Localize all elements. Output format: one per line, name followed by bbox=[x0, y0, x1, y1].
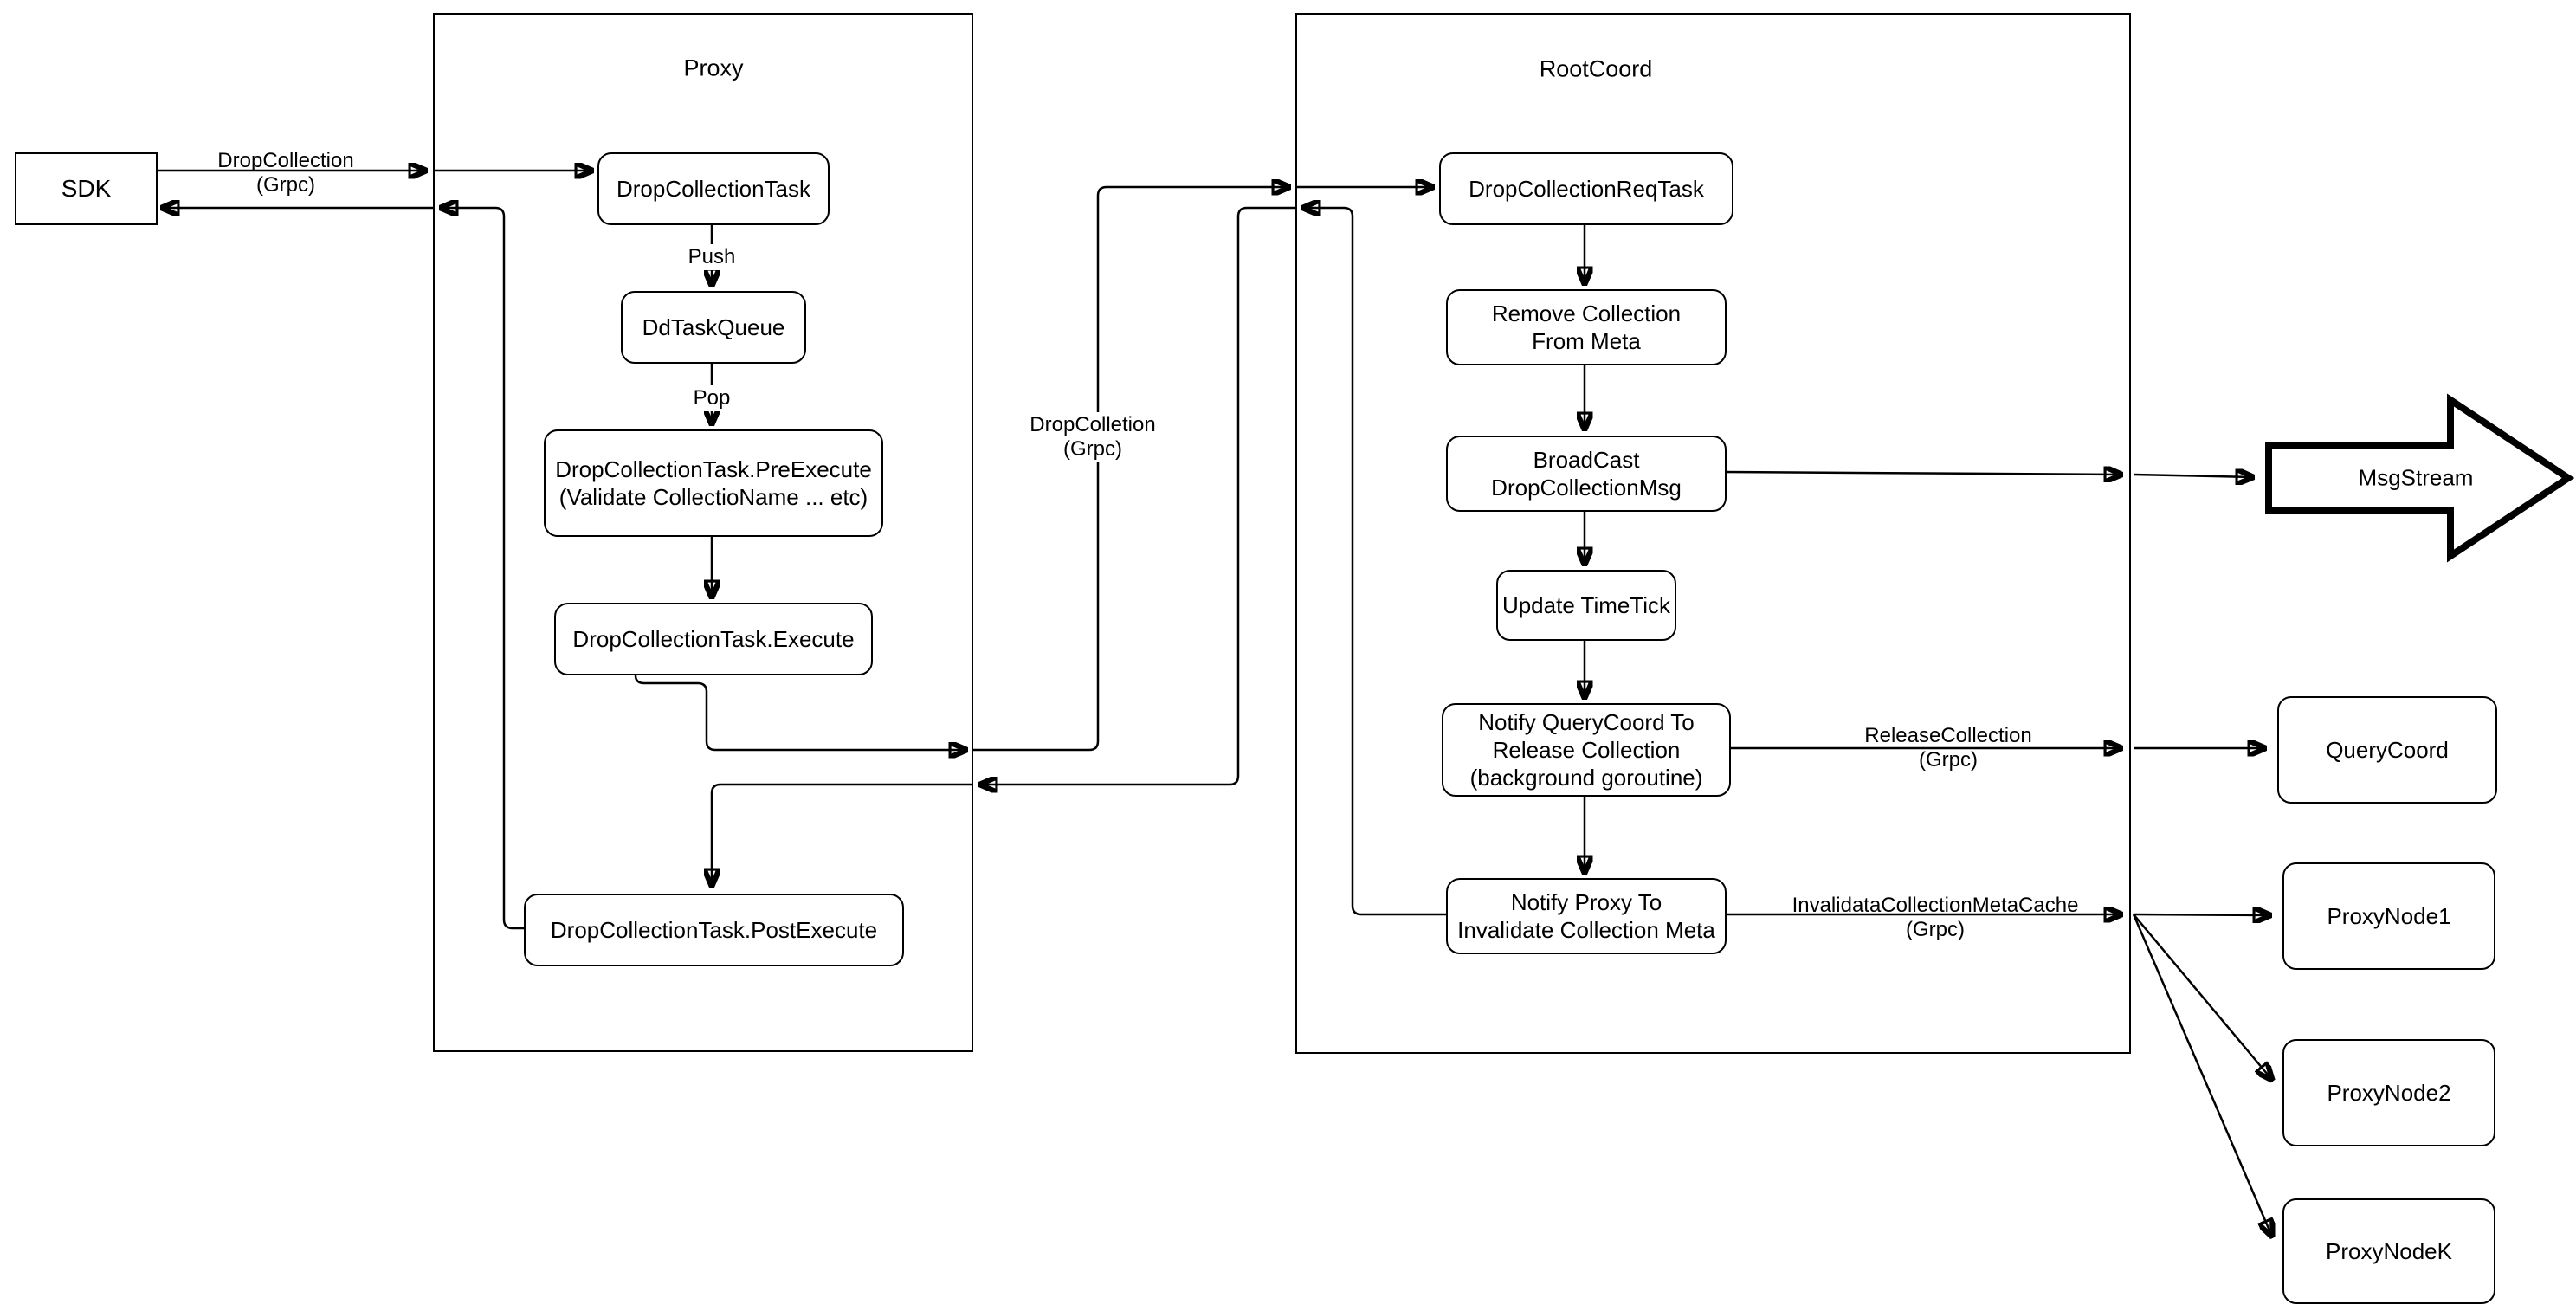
edge-label-pop: Pop bbox=[689, 385, 734, 411]
node-postexecute: DropCollectionTask.PostExecute bbox=[524, 894, 904, 966]
proxy-container bbox=[433, 13, 973, 1052]
edge-label-dropcollection-grpc: DropCollection (Grpc) bbox=[217, 149, 354, 197]
node-proxynode1: ProxyNode1 bbox=[2282, 862, 2495, 970]
edge-return-between-containers bbox=[980, 206, 1295, 785]
node-sdk-label: SDK bbox=[61, 175, 112, 202]
node-broadcastdropcollectionmsg-label: BroadCast DropCollectionMsg bbox=[1491, 447, 1682, 501]
edge-fan-to-proxynode1 bbox=[2133, 914, 2270, 915]
edge-broadcast-to-rootcoord-edge bbox=[1722, 472, 2121, 475]
edge-label-push: Push bbox=[684, 244, 739, 270]
node-execute-label: DropCollectionTask.Execute bbox=[572, 626, 855, 652]
edge-label-releasecollection-grpc: ReleaseCollection (Grpc) bbox=[1864, 724, 2032, 772]
node-notifyproxy: Notify Proxy To Invalidate Collection Me… bbox=[1446, 878, 1727, 954]
proxy-container-title: Proxy bbox=[678, 55, 749, 82]
node-dropcollectionreqtask-label: DropCollectionReqTask bbox=[1469, 176, 1704, 202]
node-querycoord: QueryCoord bbox=[2277, 696, 2497, 804]
node-dropcollectiontask: DropCollectionTask bbox=[597, 152, 830, 225]
node-proxynodek-label: ProxyNodeK bbox=[2326, 1238, 2452, 1264]
node-preexecute-label: DropCollectionTask.PreExecute (Validate … bbox=[555, 456, 872, 510]
edge-fan-to-proxynodek bbox=[2132, 914, 2272, 1237]
node-proxynode1-label: ProxyNode1 bbox=[2327, 903, 2451, 929]
node-broadcastdropcollectionmsg: BroadCast DropCollectionMsg bbox=[1446, 436, 1727, 512]
node-dropcollectiontask-label: DropCollectionTask bbox=[617, 176, 810, 202]
node-postexecute-label: DropCollectionTask.PostExecute bbox=[550, 917, 878, 943]
msgstream-block-arrow bbox=[2265, 393, 2575, 563]
edge-return-to-postexecute bbox=[712, 783, 972, 886]
edge-rootcoord-edge-to-msgstream bbox=[2133, 475, 2253, 477]
edge-execute-out-to-proxy-edge bbox=[634, 672, 966, 750]
rootcoord-container bbox=[1295, 13, 2131, 1054]
edge-notifyproxy-return-inside-rootcoord bbox=[1303, 208, 1446, 916]
node-proxynode2: ProxyNode2 bbox=[2282, 1039, 2495, 1146]
node-removecollectionfrommeta-label: Remove Collection From Meta bbox=[1491, 300, 1682, 354]
edge-label-dropcolletion-grpc: DropColletion (Grpc) bbox=[1026, 412, 1159, 462]
node-dropcollectionreqtask: DropCollectionReqTask bbox=[1439, 152, 1733, 225]
edge-fan-to-proxynode2 bbox=[2133, 914, 2272, 1080]
msgstream-label: MsgStream bbox=[2358, 464, 2474, 491]
node-notifyquerycoord: Notify QueryCoord To Release Collection … bbox=[1442, 703, 1731, 797]
node-proxynode2-label: ProxyNode2 bbox=[2327, 1080, 2451, 1106]
node-proxynodek: ProxyNodeK bbox=[2282, 1198, 2495, 1304]
node-querycoord-label: QueryCoord bbox=[2326, 737, 2449, 763]
node-notifyquerycoord-label: Notify QueryCoord To Release Collection … bbox=[1469, 709, 1703, 791]
node-execute: DropCollectionTask.Execute bbox=[554, 603, 873, 675]
node-ddtaskqueue: DdTaskQueue bbox=[621, 291, 806, 364]
node-sdk: SDK bbox=[15, 152, 158, 225]
edge-label-invalidatacollectionmetacache-grpc: InvalidataCollectionMetaCache (Grpc) bbox=[1792, 894, 2079, 941]
node-removecollectionfrommeta: Remove Collection From Meta bbox=[1446, 289, 1727, 365]
rootcoord-container-title: RootCoord bbox=[1533, 55, 1658, 83]
node-notifyproxy-label: Notify Proxy To Invalidate Collection Me… bbox=[1457, 889, 1715, 943]
node-ddtaskqueue-label: DdTaskQueue bbox=[642, 314, 785, 340]
node-updatetimetick: Update TimeTick bbox=[1496, 570, 1676, 641]
node-preexecute: DropCollectionTask.PreExecute (Validate … bbox=[544, 429, 883, 537]
edge-postexecute-to-proxy-edge bbox=[441, 208, 524, 930]
node-updatetimetick-label: Update TimeTick bbox=[1501, 592, 1671, 618]
edge-proxy-edge-to-rootcoord-edge bbox=[972, 187, 1289, 752]
